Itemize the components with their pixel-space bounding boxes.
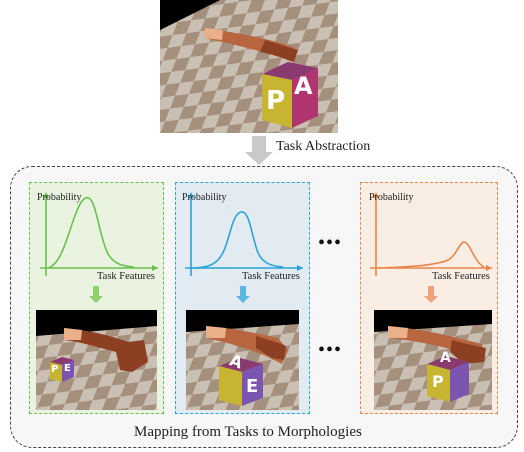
panel-2-scene-image: A E — [186, 310, 299, 410]
panel-1-cube-letter-1: P — [51, 364, 59, 375]
panel-3-cube: A P — [424, 350, 472, 404]
panel-1-arrow — [89, 286, 103, 309]
panel-1-scene-image: P E — [36, 310, 157, 410]
plot-2-x-label: Task Features — [242, 271, 300, 282]
ellipsis-plots: ••• — [318, 232, 343, 254]
panel-2-cube-letter-2: E — [246, 376, 259, 397]
plot-3-y-label: Probability — [369, 192, 414, 203]
top-cube: A P — [258, 56, 322, 130]
plot-1 — [34, 188, 162, 280]
top-scene-image: A P — [160, 0, 338, 133]
plot-1-y-label: Probability — [37, 192, 82, 203]
panel-2-cube: A E — [216, 350, 266, 408]
mapping-caption: Mapping from Tasks to Morphologies — [134, 424, 362, 440]
abstraction-arrow — [244, 136, 274, 166]
panel-1-cube-letter-2: E — [64, 363, 71, 374]
plot-3 — [364, 188, 496, 280]
ellipsis-scenes: ••• — [318, 339, 343, 361]
top-cube-letter-1: A — [294, 72, 313, 100]
panel-2-arrow — [236, 286, 250, 309]
plot-3-x-label: Task Features — [432, 271, 490, 282]
panel-3-cube-letter-2: P — [432, 372, 444, 391]
panel-3-cube-letter-1: A — [440, 350, 451, 366]
plot-1-x-label: Task Features — [97, 271, 155, 282]
plot-2-y-label: Probability — [182, 192, 227, 203]
plot-2 — [179, 188, 307, 280]
panel-1-cube: P E — [48, 354, 76, 384]
task-abstraction-label: Task Abstraction — [276, 139, 371, 154]
panel-3-scene-image: A P — [374, 310, 492, 410]
panel-3-arrow — [424, 286, 438, 309]
top-cube-letter-2: P — [266, 86, 286, 116]
